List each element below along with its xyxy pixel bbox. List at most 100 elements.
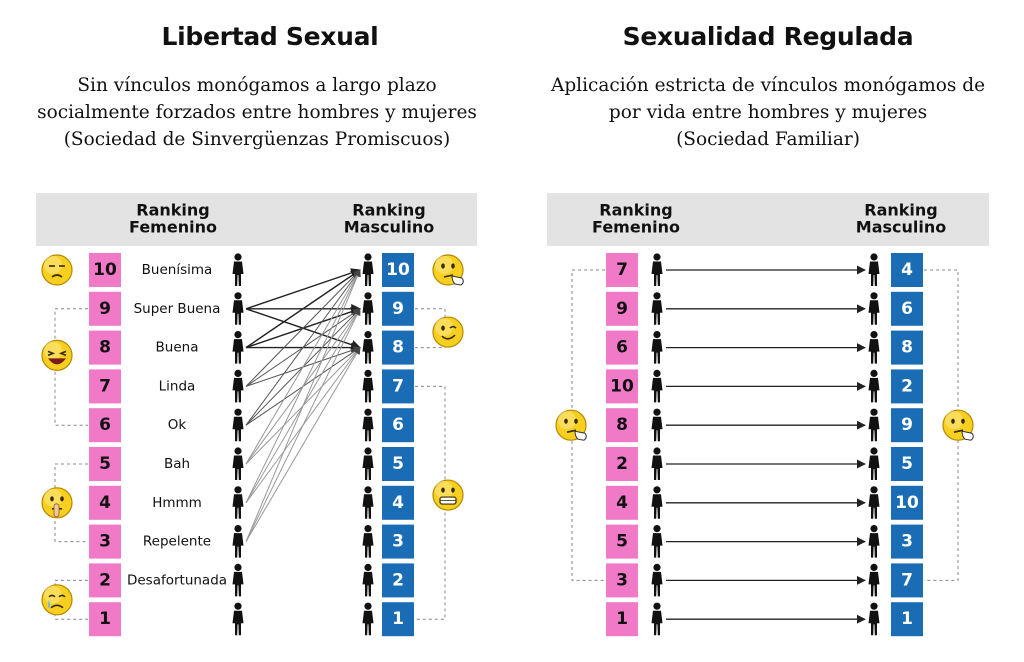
right-male-rank-box	[891, 602, 923, 637]
left-male-rank-box	[382, 369, 414, 404]
left-female-label: Linda	[159, 378, 196, 394]
person-figure-icon	[651, 447, 663, 480]
left-female-label: Hmmm	[152, 495, 202, 511]
left-female-rank-value: 4	[99, 493, 111, 513]
person-figure-icon	[362, 331, 374, 364]
left-link-arrow	[245, 269, 361, 349]
right-male-rank-box	[891, 563, 923, 598]
thinking-face-icon	[942, 409, 974, 441]
right-female-rank-value: 10	[610, 376, 634, 396]
left-male-rank-box	[382, 253, 414, 287]
left-female-rank-value: 1	[99, 609, 111, 629]
right-female-header: Femenino	[592, 218, 680, 237]
left-female-rank-box	[89, 602, 121, 637]
person-figure-icon	[362, 253, 374, 286]
left-male-rank-value: 4	[392, 493, 404, 513]
person-figure-icon	[868, 602, 880, 636]
left-female-rank-box	[89, 369, 121, 404]
left-male-rank-box	[382, 602, 414, 637]
right-male-rank-box	[891, 330, 923, 365]
left-link-arrow	[245, 269, 361, 426]
right-female-header: Ranking	[599, 201, 672, 220]
right-female-rank-value: 4	[616, 493, 628, 513]
left-female-label: Bah	[164, 456, 190, 472]
annoyed-face-icon	[41, 254, 73, 286]
left-female-rank-box	[89, 408, 121, 443]
right-male-rank-box	[891, 291, 923, 326]
left-female-label: Super Buena	[134, 301, 221, 317]
right-female-rank-box	[606, 253, 638, 287]
person-figure-icon	[232, 486, 244, 519]
person-figure-icon	[868, 253, 880, 286]
left-male-rank-box	[382, 563, 414, 598]
person-figure-icon	[651, 563, 663, 597]
left-female-rank-box	[89, 330, 121, 365]
person-figure-icon	[651, 486, 663, 519]
left-male-rank-box	[382, 330, 414, 365]
right-subtitle-line: por vida entre hombres y mujeres	[608, 102, 928, 123]
right-female-rank-box	[606, 524, 638, 559]
left-male-header: Masculino	[344, 218, 434, 237]
right-female-rank-value: 8	[616, 415, 628, 435]
right-subtitle-line: (Sociedad Familiar)	[676, 129, 860, 150]
left-female-rank-value: 5	[99, 454, 111, 474]
person-figure-icon	[232, 292, 244, 325]
left-male-rank-box	[382, 291, 414, 326]
left-female-rank-box	[89, 563, 121, 598]
thinking-face-icon	[555, 409, 587, 441]
person-figure-icon	[868, 486, 880, 519]
right-female-rank-value: 2	[616, 454, 628, 474]
left-female-label: Ok	[168, 417, 187, 433]
left-male-rank-box	[382, 408, 414, 443]
person-figure-icon	[651, 331, 663, 364]
left-male-rank-value: 10	[386, 260, 410, 280]
left-male-rank-value: 3	[392, 532, 404, 552]
grimacing-face-icon	[432, 479, 464, 511]
person-figure-icon	[868, 331, 880, 364]
crying-face-icon	[41, 584, 73, 616]
right-female-rank-value: 9	[616, 299, 628, 319]
left-female-label: Buenísima	[142, 262, 213, 278]
left-female-header: Femenino	[129, 218, 217, 237]
right-male-rank-value: 2	[901, 376, 913, 396]
person-figure-icon	[232, 563, 244, 597]
left-female-rank-value: 2	[99, 570, 111, 590]
laughing-face-icon	[41, 339, 73, 371]
left-female-rank-value: 9	[99, 299, 111, 319]
left-male-rank-value: 1	[392, 609, 404, 629]
right-male-rank-value: 1	[901, 609, 913, 629]
left-female-rank-box	[89, 253, 121, 287]
right-male-rank-value: 5	[901, 454, 913, 474]
right-female-rank-value: 7	[616, 260, 628, 280]
right-female-rank-value: 3	[616, 570, 628, 590]
left-subtitle: Sin vínculos monógamos a largo plazo soc…	[22, 72, 492, 153]
winking-face-icon	[432, 316, 464, 348]
right-female-rank-box	[606, 408, 638, 443]
left-male-rank-box	[382, 485, 414, 520]
left-female-rank-box	[89, 291, 121, 326]
left-male-rank-value: 6	[392, 415, 404, 435]
left-header-band	[36, 193, 477, 246]
left-link-arrow	[245, 269, 361, 387]
person-figure-icon	[868, 447, 880, 480]
left-female-rank-value: 7	[99, 376, 111, 396]
right-female-rank-box	[606, 330, 638, 365]
person-figure-icon	[232, 369, 244, 403]
right-male-header: Ranking	[864, 201, 937, 220]
right-male-rank-value: 10	[895, 493, 919, 513]
person-figure-icon	[362, 602, 374, 636]
left-female-label: Repelente	[143, 534, 211, 550]
person-figure-icon	[232, 331, 244, 364]
right-female-rank-box	[606, 485, 638, 520]
left-subtitle-line: Sin vínculos monógamos a largo plazo	[77, 75, 437, 96]
left-female-label: Desafortunada	[127, 572, 227, 588]
left-link-arrow	[245, 346, 361, 542]
left-subtitle-line: (Sociedad de Sinvergüenzas Promiscuos)	[63, 129, 451, 150]
right-male-rank-value: 3	[901, 532, 913, 552]
left-female-rank-value: 6	[99, 415, 111, 435]
left-female-rank-value: 8	[99, 338, 111, 358]
person-figure-icon	[362, 486, 374, 519]
right-subtitle-line: Aplicación estricta de vínculos monógamo…	[550, 75, 986, 96]
right-male-rank-box	[891, 369, 923, 404]
